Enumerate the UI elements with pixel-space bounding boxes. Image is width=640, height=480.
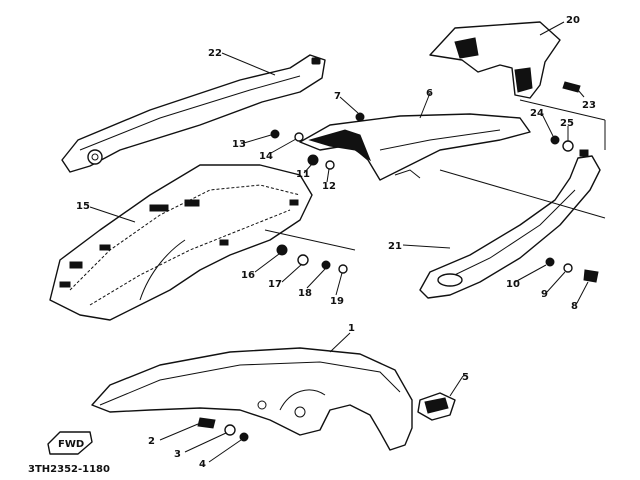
callout-15: 15 bbox=[76, 201, 90, 212]
callout-17: 17 bbox=[268, 279, 282, 290]
callout-16: 16 bbox=[241, 270, 255, 281]
part-grab-rail-right bbox=[419, 149, 601, 299]
callout-5: 5 bbox=[462, 372, 469, 383]
callout-10: 10 bbox=[506, 279, 520, 290]
forward-direction-badge: FWD bbox=[47, 431, 93, 455]
callout-23: 23 bbox=[582, 100, 596, 111]
callout-2: 2 bbox=[148, 436, 155, 447]
callout-6: 6 bbox=[426, 88, 433, 99]
part-inner-fender bbox=[49, 164, 313, 321]
callout-8: 8 bbox=[571, 301, 578, 312]
callout-25: 25 bbox=[560, 118, 574, 129]
part-front-fender bbox=[91, 347, 413, 451]
callout-24: 24 bbox=[530, 108, 544, 119]
callout-11: 11 bbox=[296, 169, 310, 180]
forward-badge-text: FWD bbox=[58, 439, 84, 450]
part-rear-bracket-cap bbox=[429, 21, 561, 99]
callout-labels: 1 2 3 4 5 6 7 8 9 10 11 12 13 14 15 16 1… bbox=[76, 15, 596, 470]
callout-4: 4 bbox=[199, 459, 206, 470]
callout-9: 9 bbox=[541, 289, 548, 300]
callout-12: 12 bbox=[322, 181, 336, 192]
part-rear-fender-upper bbox=[299, 113, 531, 181]
callout-19: 19 bbox=[330, 296, 344, 307]
callout-7: 7 bbox=[334, 91, 341, 102]
callout-18: 18 bbox=[298, 288, 312, 299]
diagram-code: 3TH2352-1180 bbox=[28, 464, 110, 475]
callout-20: 20 bbox=[566, 15, 580, 26]
leader-lines bbox=[89, 21, 606, 463]
callout-22: 22 bbox=[208, 48, 222, 59]
callout-21: 21 bbox=[388, 241, 402, 252]
callout-13: 13 bbox=[232, 139, 246, 150]
callout-14: 14 bbox=[259, 151, 273, 162]
callout-1: 1 bbox=[348, 323, 355, 334]
hardware-set bbox=[197, 81, 599, 442]
part-grab-rail-left bbox=[61, 54, 326, 173]
part-bracket-plate bbox=[417, 392, 456, 421]
callout-3: 3 bbox=[174, 449, 181, 460]
